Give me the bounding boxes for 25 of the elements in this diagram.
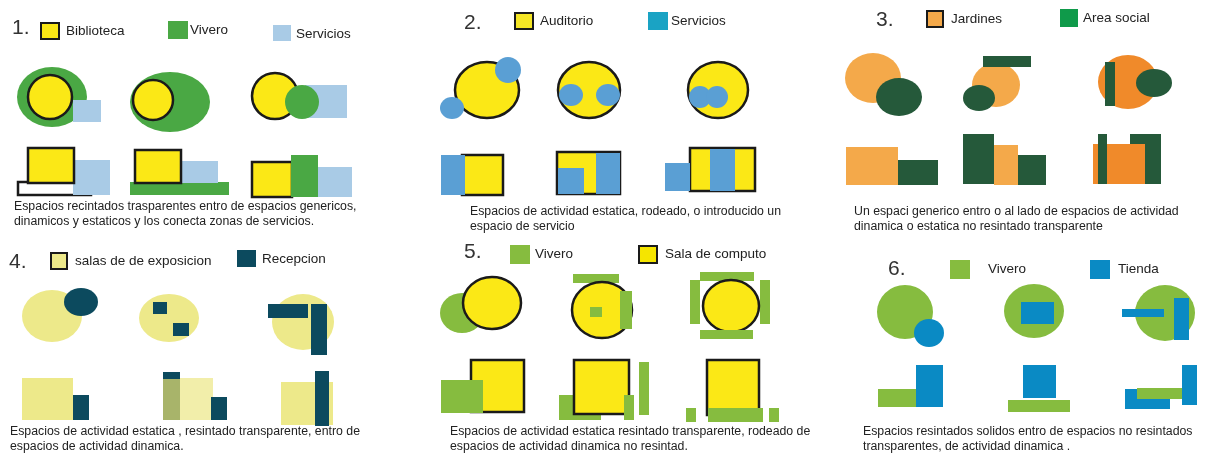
legend-label: Vivero [535,246,574,262]
caption-text: Espacios de actividad estatica, rodeado, o introducido un espacio de servicio [470,204,783,234]
legend-label: Jardines [951,11,1003,27]
panel-number: 5. [464,240,482,262]
legend-label: Auditorio [540,13,594,29]
panel-number: 6. [888,257,906,279]
legend-label: Sala de computo [665,246,767,262]
legend-label: Servicios [671,13,726,29]
panel-number: 3. [876,8,894,30]
legend-label: Vivero [988,261,1027,277]
legend-label: Area social [1083,10,1150,26]
legend-label: Biblioteca [66,23,125,39]
legend-label: salas de de exposicion [75,253,212,269]
caption-text: Un espaci generico entro o al lado de espacios de actividad dinamica o estatica no resintado transparente [854,204,1180,234]
panel-number: 4. [9,250,27,272]
caption-text: Espacios resintados solidos entro de espacios no resintados transparentes, de actividad dinamica . [863,424,1194,454]
legend-label: Vivero [190,22,229,38]
caption-text: Espacios recintados trasparentes entro de espacios genericos, dinamicos y estaticos y los conecta zonas de servicios. [14,199,358,229]
panel-number: 2. [464,11,482,33]
panel-number: 1. [12,16,30,38]
legend-label: Servicios [296,26,351,42]
legend-label: Tienda [1118,261,1159,277]
legend-label: Recepcion [262,251,326,267]
caption-text: Espacios de actividad estatica resintado transparente, rodeado de espacios de actividad dinamica no resintad. [450,424,812,454]
caption-text: Espacios de actividad estatica , resintado transparente, entro de espacios de actividad dinamica. [10,424,361,454]
